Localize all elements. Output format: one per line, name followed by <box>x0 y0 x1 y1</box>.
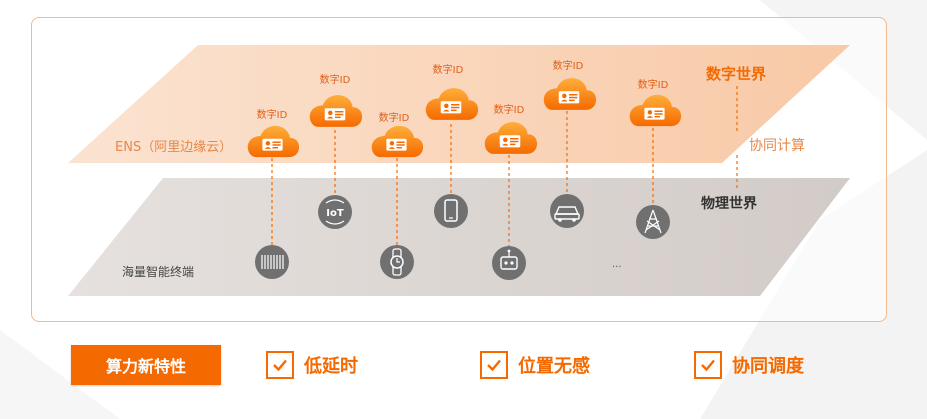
digital-id-label: 数字ID <box>638 78 669 91</box>
watch-icon <box>380 245 414 279</box>
physical-world-label: 物理世界 <box>701 195 758 212</box>
digital-id-label: 数字ID <box>433 63 464 76</box>
cloud-node: 数字ID <box>309 73 363 127</box>
digital-id-label: 数字ID <box>494 103 525 116</box>
edge-cloud-diagram: 数字ID 数字ID 数字ID 数字ID 数字ID 数字ID 数字ID Io <box>68 45 850 296</box>
digital-id-label: 数字ID <box>553 59 584 72</box>
cloud-node: 数字ID <box>425 63 479 120</box>
digital-id-label: 数字ID <box>379 111 410 124</box>
cloud-node: 数字ID <box>484 103 538 154</box>
ellipsis-label: ... <box>612 259 622 270</box>
cloud-node: 数字ID <box>543 59 597 110</box>
robot-icon <box>492 246 526 280</box>
tower-icon <box>636 205 670 239</box>
barcode-icon <box>255 245 289 279</box>
collab-compute-label: 协同计算 <box>749 138 805 154</box>
check-icon <box>266 351 294 379</box>
phone-icon <box>434 194 468 228</box>
svg-text:IoT: IoT <box>326 208 344 219</box>
check-icon <box>480 351 508 379</box>
digital-id-label: 数字ID <box>257 108 288 121</box>
feature-low-latency: 低延时 <box>266 349 358 381</box>
cloud-node: 数字ID <box>371 111 424 158</box>
feature-label: 低延时 <box>304 356 358 377</box>
car-icon <box>550 194 584 228</box>
feature-collab-scheduling: 协同调度 <box>694 349 804 381</box>
feature-label: 位置无感 <box>518 356 590 377</box>
cloud-node: 数字ID <box>247 108 300 158</box>
feature-location-agnostic: 位置无感 <box>480 349 590 381</box>
connector-lines <box>271 86 738 248</box>
cloud-node: 数字ID <box>629 78 682 127</box>
iot-icon: IoT <box>318 195 352 229</box>
digital-world-label: 数字世界 <box>706 65 766 83</box>
ens-label: ENS（阿里边缘云） <box>115 140 232 155</box>
feature-label: 协同调度 <box>732 356 804 377</box>
check-icon <box>694 351 722 379</box>
terminals-label: 海量智能终端 <box>122 264 194 279</box>
digital-id-label: 数字ID <box>320 73 351 86</box>
compute-features-button[interactable]: 算力新特性 <box>71 345 221 385</box>
